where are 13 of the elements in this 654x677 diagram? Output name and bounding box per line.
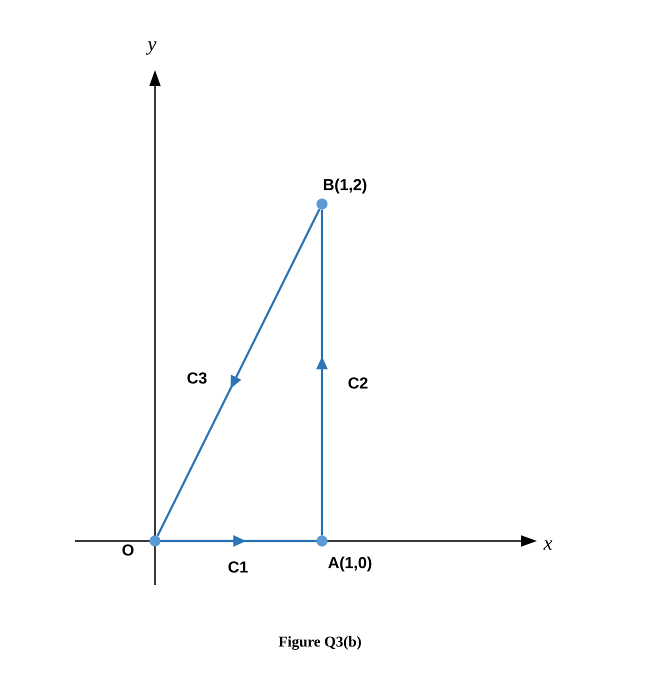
- edge-label: C3: [187, 372, 207, 384]
- point-label: O: [122, 544, 134, 556]
- point-label: B(1,2): [324, 178, 366, 194]
- path-arrow: [156, 208, 320, 536]
- edge-label: C2: [348, 377, 368, 389]
- point-label: A(1,0): [328, 556, 372, 572]
- point: [316, 536, 328, 546]
- point: [316, 198, 328, 210]
- axis-label: y: [146, 41, 156, 55]
- edge-label: C1: [228, 561, 248, 573]
- point: [150, 536, 160, 546]
- caption: Figure Q3(b): [278, 636, 361, 650]
- axis-label: x: [543, 540, 552, 550]
